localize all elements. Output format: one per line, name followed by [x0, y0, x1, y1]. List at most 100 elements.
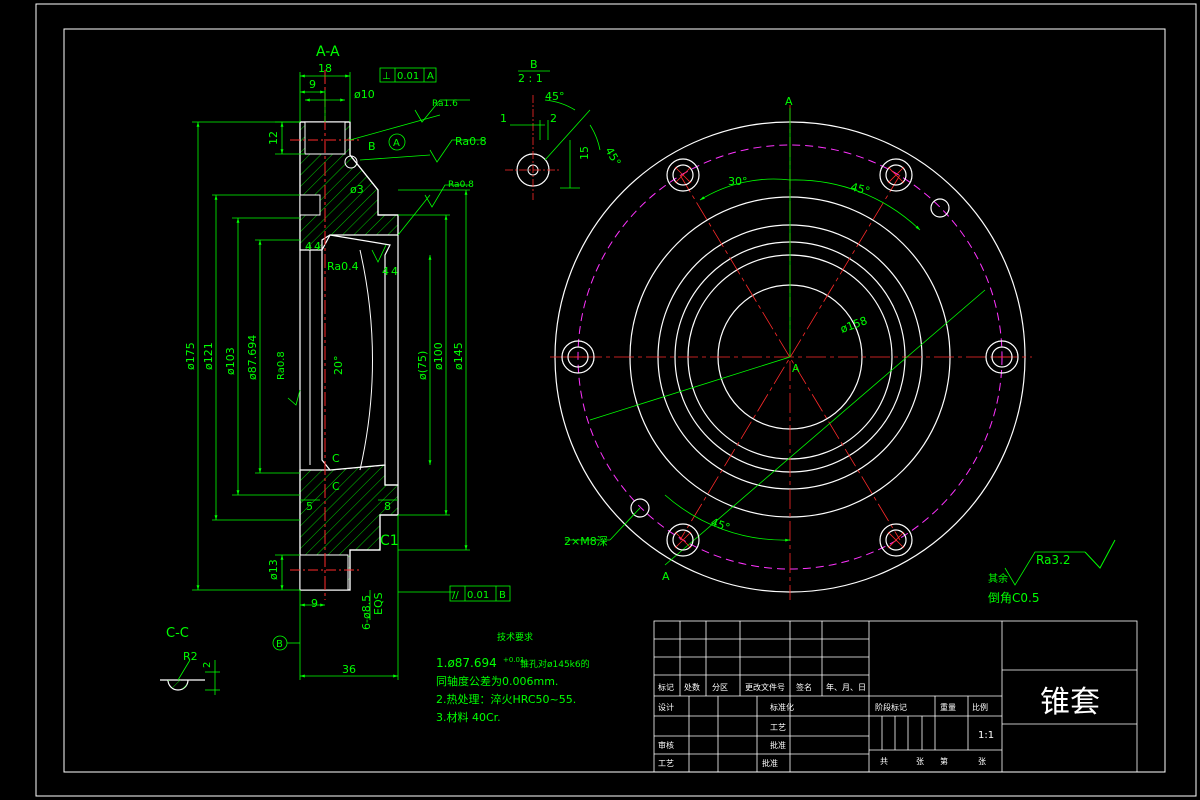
svg-text:A: A	[427, 71, 434, 82]
svg-text:B: B	[499, 590, 506, 601]
svg-text:2×M8深: 2×M8深	[564, 535, 608, 548]
cone-surface	[321, 234, 391, 471]
tb-approve: 批准	[770, 740, 786, 750]
bolt-holes	[561, 158, 1019, 557]
rough-ra0-4: Ra0.4	[327, 260, 359, 273]
plan-view: 30° 45° 45° ø158 2×M8深 A A A	[550, 95, 1032, 600]
dim-d13: ø13	[267, 559, 280, 580]
rough-ra1-6: Ra1.6	[432, 99, 458, 109]
svg-text:A: A	[662, 570, 670, 583]
tb-scale-value: 1:1	[978, 730, 994, 741]
rough-ra0-8c: Ra0.8	[276, 351, 287, 380]
svg-text:2: 2	[550, 112, 557, 125]
tb-sheets: 共	[880, 757, 888, 766]
dim-d10: ø10	[354, 88, 375, 101]
svg-text:ø158: ø158	[839, 314, 870, 336]
svg-text:其余: 其余	[988, 572, 1008, 585]
section-c-label: C	[332, 452, 340, 465]
tol-frame-bottom: // 0.01 B	[449, 585, 511, 602]
svg-text:3.材料 40Cr.: 3.材料 40Cr.	[436, 710, 501, 724]
dim-9-bottom: 9	[311, 597, 318, 610]
section-c-label: C	[332, 480, 340, 493]
svg-text:1.ø87.694: 1.ø87.694	[436, 656, 497, 670]
tb-header: 处数	[684, 682, 700, 692]
svg-text:15: 15	[578, 146, 591, 160]
svg-text:倒角C0.5: 倒角C0.5	[988, 591, 1039, 605]
svg-text:同轴度公差为0.006mm.: 同轴度公差为0.006mm.	[436, 674, 558, 688]
rough-ra0-8a: Ra0.8	[455, 135, 487, 148]
dim-d145: ø145	[452, 342, 465, 370]
dim-4a: 4	[305, 240, 312, 253]
surface-note: 其余 Ra3.2 倒角C0.5	[988, 539, 1116, 605]
dim-9-top: 9	[309, 78, 316, 91]
dim-eqs: EQS	[372, 592, 385, 615]
tb-header: 标记	[658, 682, 674, 692]
svg-text:2: 2	[202, 662, 213, 668]
svg-text:A: A	[785, 95, 793, 108]
technical-requirements: 技术要求 1.ø87.694 +0.01 锥孔对ø145k6的 同轴度公差为0.…	[436, 631, 590, 724]
svg-text:2.热处理：淬火HRC50~55.: 2.热处理：淬火HRC50~55.	[436, 692, 576, 706]
section-aa-title: A-A	[316, 44, 340, 60]
chamfer-c1: C1	[380, 533, 399, 549]
dim-36: 36	[342, 663, 356, 676]
svg-text:⊥: ⊥	[382, 71, 391, 82]
section-aa: A-A 18 9 ø10 12 ø3 ø175 ø121 ø103 ø87.69…	[184, 44, 511, 680]
hole-mid	[299, 194, 321, 216]
tb-design: 设计	[658, 702, 674, 712]
tb-header: 年、月、日	[826, 682, 866, 692]
dim-d3: ø3	[350, 183, 364, 196]
svg-text:技术要求: 技术要求	[497, 631, 533, 643]
dim-4c: 4	[382, 265, 389, 278]
dim-6-d8-5: 6-ø8.5	[360, 595, 373, 630]
dim-8: 8	[384, 500, 391, 513]
dim-18: 18	[318, 62, 332, 75]
svg-text:锥孔对ø145k6的: 锥孔对ø145k6的	[520, 658, 590, 670]
svg-text:0.01: 0.01	[467, 590, 489, 601]
cone-arc	[359, 249, 373, 471]
tb-review: 审核	[658, 740, 674, 750]
part-name: 锥套	[1040, 685, 1100, 720]
svg-text:45°: 45°	[709, 516, 732, 535]
hole-b-circle	[344, 155, 358, 169]
svg-text:+0.01: +0.01	[503, 656, 524, 664]
datum-a-circle	[388, 133, 406, 151]
detail-b: B 2 : 1 45° 45° 1 2 15	[500, 58, 623, 200]
dim-4b: 4	[314, 240, 321, 253]
tb-header: 签名	[796, 682, 812, 692]
dim-d103: ø103	[224, 347, 237, 375]
tb-weight: 重量	[940, 702, 956, 712]
inner-border	[63, 28, 1166, 773]
svg-text:B: B	[530, 58, 538, 71]
tb-sheet-end: 张	[978, 757, 986, 766]
svg-text:2 : 1: 2 : 1	[518, 72, 543, 85]
svg-text:Ra3.2: Ra3.2	[1036, 553, 1071, 567]
tb-process: 工艺	[770, 723, 786, 732]
tol-frame-top: ⊥ 0.01 A	[379, 67, 437, 83]
detail-b-label: B	[368, 140, 376, 153]
tb-scale-label: 比例	[972, 702, 988, 712]
dim-d75: ø(75)	[416, 351, 429, 380]
tb-sheet-of: 张	[916, 757, 924, 766]
svg-text:0.01: 0.01	[397, 71, 419, 82]
svg-text://: //	[452, 590, 459, 601]
svg-text:A: A	[792, 362, 800, 375]
hole-bottom	[299, 554, 349, 591]
dim-d87: ø87.694	[246, 335, 259, 380]
title-block	[653, 620, 1138, 773]
svg-text:R2: R2	[183, 650, 198, 663]
dim-12: 12	[267, 131, 280, 145]
dim-5: 5	[306, 500, 313, 513]
cone-angle: 20°	[332, 356, 345, 376]
tb-header: 更改文件号	[745, 682, 785, 692]
dim-d121: ø121	[202, 342, 215, 370]
dim-d175: ø175	[184, 342, 197, 370]
section-cc: C-C R2 2	[160, 626, 220, 695]
svg-text:45°: 45°	[545, 90, 565, 103]
svg-text:30°: 30°	[728, 175, 748, 188]
tb-standard: 标准化	[770, 702, 794, 712]
tb-review2: 工艺	[658, 759, 674, 768]
svg-text:45°: 45°	[849, 180, 871, 198]
tb-sheet-no: 第	[940, 756, 948, 766]
tb-header: 分区	[712, 683, 728, 692]
svg-text:C-C: C-C	[166, 626, 189, 641]
